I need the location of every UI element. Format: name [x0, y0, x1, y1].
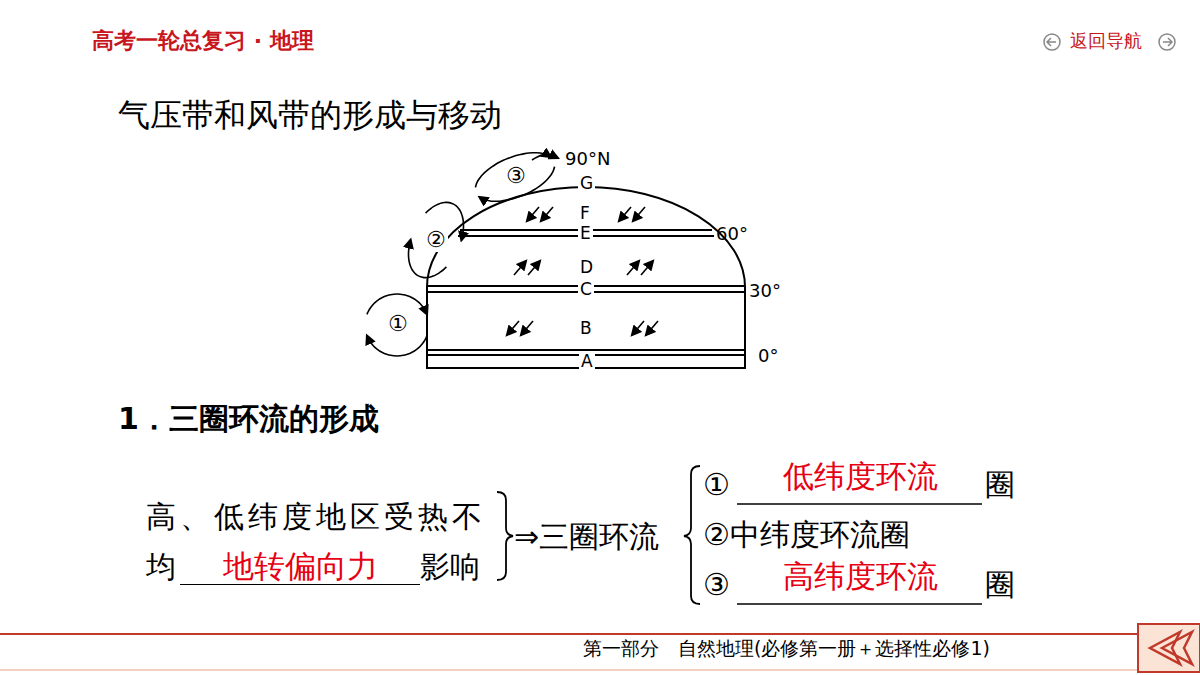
belt-letter: D	[578, 258, 595, 277]
latitude-label: 0°	[758, 346, 778, 366]
earth-section	[427, 187, 745, 368]
footer-text: 第一部分 自然地理(必修第一册＋选择性必修1)	[583, 638, 990, 659]
answer-text: 高纬度环流	[783, 559, 938, 593]
cell-number: ③	[504, 164, 528, 188]
wind-arrow	[541, 207, 553, 221]
item-number: ③	[703, 568, 730, 601]
brace	[497, 466, 700, 604]
fill-blank: 地转偏向力	[180, 549, 420, 585]
wind-arrow	[514, 261, 526, 275]
footer-bar	[0, 624, 1200, 672]
wind-arrow	[507, 321, 519, 335]
belt-letter: F	[578, 204, 592, 223]
item-text: ②中纬度环流圈	[703, 518, 910, 551]
wind-arrows	[507, 207, 658, 335]
section-heading: 1．三圈环流的形成	[118, 402, 379, 435]
slide-title: 气压带和风带的形成与移动	[118, 98, 502, 133]
belt-letter: E	[578, 224, 593, 243]
header-title: 高考一轮总复习 · 地理	[92, 29, 314, 53]
circulation-cells	[367, 153, 558, 356]
cause-text: 影响	[420, 549, 480, 584]
wind-arrow	[528, 261, 540, 275]
cell-number: ①	[386, 312, 410, 336]
circulation-arrow	[532, 154, 558, 160]
wind-arrow	[632, 321, 644, 335]
answer-text: 地转偏向力	[223, 548, 378, 584]
wind-arrow	[527, 207, 539, 221]
wind-arrow	[627, 261, 639, 275]
result-text: ⇒三圈环流	[514, 520, 659, 553]
wind-arrow	[619, 207, 631, 221]
wind-arrow	[633, 207, 645, 221]
belt-letter: A	[579, 352, 595, 371]
latitude-label: 30°	[749, 281, 781, 301]
belt-letter: G	[578, 174, 595, 193]
cause-text-block: 高、低纬度地区受热不均地转偏向力影响	[146, 492, 498, 592]
item-number: ①	[703, 468, 730, 501]
wind-arrow	[521, 321, 533, 335]
nav-link: 返回导航	[1070, 31, 1142, 51]
latitude-label: 60°	[716, 224, 748, 244]
cell-number: ②	[424, 228, 448, 252]
item-text: 圈	[985, 468, 1015, 501]
belt-letter: C	[578, 280, 594, 299]
wind-arrow	[646, 321, 658, 335]
latitude-label: 90°N	[565, 149, 610, 169]
circulation-arrow	[367, 336, 427, 356]
wind-arrow	[641, 261, 653, 275]
circulation-arrow	[475, 153, 550, 188]
answer-text: 低纬度环流	[783, 459, 938, 493]
belt-letter: B	[578, 319, 594, 338]
item-text: 圈	[985, 568, 1015, 601]
